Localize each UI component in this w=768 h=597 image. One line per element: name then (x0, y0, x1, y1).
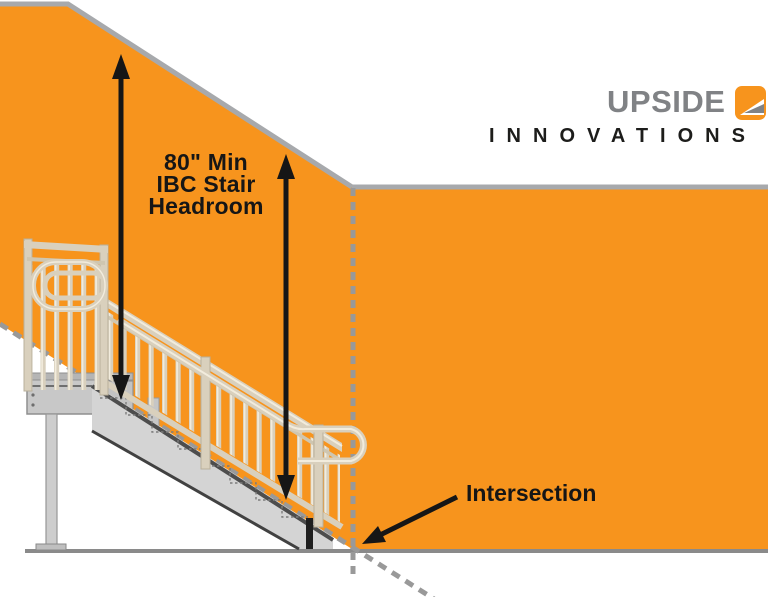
stair-illustration (23, 238, 367, 551)
headroom-zone (0, 1, 768, 549)
ceiling-edge-left (0, 1, 354, 190)
leg-foot-plate (35, 543, 67, 551)
platform-pickets (32, 265, 102, 390)
headroom-label-line2: IBC Stair (156, 171, 256, 197)
intersection-pointer-icon (362, 494, 459, 544)
dotted-steps-outline (100, 397, 308, 518)
measurement-arrow-left-icon (112, 54, 130, 400)
measurement-arrow-right-icon (277, 154, 295, 500)
platform-post-left (23, 238, 33, 392)
headroom-label-line3: Headroom (148, 193, 264, 219)
headroom-plane-right (352, 185, 768, 549)
intersection-label: Intersection (466, 480, 597, 506)
stringer-end-post (306, 518, 313, 549)
flight-pickets (100, 307, 340, 522)
headroom-label-line1: 80" Min (164, 149, 248, 175)
headroom-dimension-label: 80" Min IBC Stair Headroom (126, 149, 286, 219)
support-leg (45, 413, 58, 546)
